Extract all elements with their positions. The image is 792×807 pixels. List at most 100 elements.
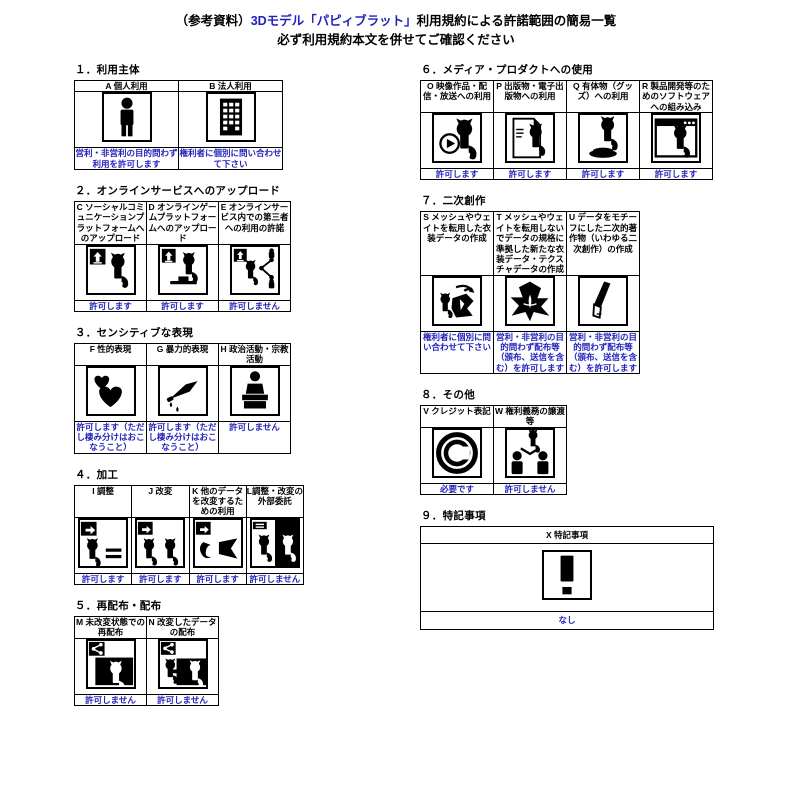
upload-game-cat-icon	[157, 244, 208, 295]
knife-icon	[157, 365, 208, 416]
building-icon	[205, 92, 256, 143]
item-label-a: A 個人利用	[74, 79, 179, 93]
item-note-m: 許可しません	[74, 693, 147, 707]
item-icon-cell-p	[493, 112, 567, 170]
item-label-q: Q 有体物（グッズ）への利用	[566, 79, 640, 114]
table-note-row: 許可します許可します許可します許可しません	[73, 572, 305, 586]
item-note-r: 許可します	[639, 168, 713, 181]
item-note-b: 権利者に個別に問い合わせて下さい	[178, 147, 283, 171]
item-icon-cell-g	[146, 364, 219, 422]
item-icon-cell-e	[218, 243, 291, 301]
software-window-cat-icon	[651, 113, 701, 164]
item-note-w: 許可しません	[493, 482, 567, 496]
hearts-icon	[85, 365, 136, 416]
item-icon-cell-t	[493, 274, 567, 332]
item-icon-cell-w	[493, 426, 567, 484]
copyright-icon	[432, 427, 482, 478]
title-line-2: 必ず利用規約本文を併せてご確認ください	[277, 32, 515, 47]
table-note-row: 権利者に個別に問い合わせて下さい営利・非営利の目的問わず配布等（頒布、送信を含む…	[420, 330, 640, 375]
item-icon-cell-q	[566, 112, 640, 170]
item-note-a: 営利・非営利の目的問わず利用を許可します	[74, 147, 179, 171]
item-icon-cell-x	[420, 543, 714, 613]
permission-table: X 特記事項なし	[420, 526, 714, 630]
item-icon-cell-n	[146, 637, 219, 695]
table-icon-row	[74, 243, 291, 301]
figurine-cat-icon	[578, 113, 628, 164]
item-label-s: S メッシュやウェイトを転用した衣装データの作成	[420, 211, 494, 276]
section-heading: ３．センシティブな表現	[75, 326, 194, 339]
table-icon-row	[74, 364, 291, 422]
paintbrush-icon	[578, 275, 628, 326]
item-note-e: 許可しません	[218, 299, 291, 312]
new-costume-data-icon	[505, 275, 555, 326]
item-note-j: 許可します	[131, 572, 190, 586]
table-note-row: 許可します許可します許可しません	[74, 299, 291, 312]
item-note-u: 営利・非営利の目的問わず配布等（頒布、送信を含む）を許可します	[566, 330, 640, 375]
section-heading: ４．加工	[75, 468, 119, 481]
item-label-i: I 調整	[73, 484, 133, 518]
item-note-s: 権利者に個別に問い合わせて下さい	[420, 330, 494, 375]
item-label-e: E オンラインサービス内での第三者への利用の許諾	[218, 201, 291, 245]
mesh-reuse-costume-icon	[432, 275, 482, 326]
redistribute-cat-icon	[85, 638, 136, 689]
title-model-name: 3Dモデル「パピィブラット」	[250, 14, 417, 28]
item-note-k: 許可します	[188, 572, 247, 586]
title-line-1: （参考資料）3Dモデル「パピィブラット」利用規約による許諾範囲の簡易一覧	[0, 12, 792, 31]
section-heading: ５．再配布・配布	[75, 600, 162, 613]
item-label-d: D オンラインゲームプラットフォームへのアップロード	[146, 201, 219, 245]
item-icon-cell-j	[131, 516, 190, 574]
page-title: （参考資料）3Dモデル「パピィブラット」利用規約による許諾範囲の簡易一覧 必ず利…	[0, 0, 792, 50]
modify-other-data-icon	[192, 517, 243, 568]
item-icon-cell-r	[639, 112, 713, 170]
item-label-p: P 出版物・電子出版物への利用	[493, 79, 567, 114]
table-icon-row	[73, 516, 305, 574]
table-header-row: X 特記事項	[420, 526, 714, 545]
section-heading: ９．特記事項	[421, 510, 486, 523]
item-note-t: 営利・非営利の目的問わず配布等（頒布、送信を含む）を許可します	[493, 330, 567, 375]
item-note-g: 許可します（ただし棲み分けはおこなうこと）	[146, 420, 219, 454]
outsource-cat-icon	[249, 517, 300, 568]
item-icon-cell-f	[74, 364, 147, 422]
item-label-r: R 製品開発等のためのソフトウェアへの組み込み	[639, 79, 713, 114]
item-note-x: なし	[420, 611, 714, 630]
item-note-l: 許可しません	[245, 572, 305, 586]
upload-cat-icon	[85, 244, 136, 295]
podium-speaker-icon	[229, 365, 280, 416]
item-label-k: K 他のデータを改変するための利用	[188, 484, 247, 518]
adjust-cat-icon	[78, 517, 129, 568]
table-icon-row	[74, 91, 283, 149]
modify-cat-icon	[135, 517, 186, 568]
item-note-o: 許可します	[420, 168, 494, 181]
item-note-f: 許可します（ただし棲み分けはおこなうこと）	[74, 420, 147, 454]
publication-cat-icon	[505, 113, 555, 164]
item-icon-cell-c	[74, 243, 147, 301]
item-icon-cell-l	[245, 516, 305, 574]
table-icon-row	[420, 426, 567, 484]
table-icon-row	[420, 112, 713, 170]
table-icon-row	[74, 637, 219, 695]
item-icon-cell-o	[420, 112, 494, 170]
table-note-row: 許可します（ただし棲み分けはおこなうこと）許可します（ただし棲み分けはおこなうこ…	[74, 420, 291, 454]
item-label-w: W 権利義務の譲渡等	[493, 405, 567, 428]
item-note-h: 許可しません	[218, 420, 291, 454]
